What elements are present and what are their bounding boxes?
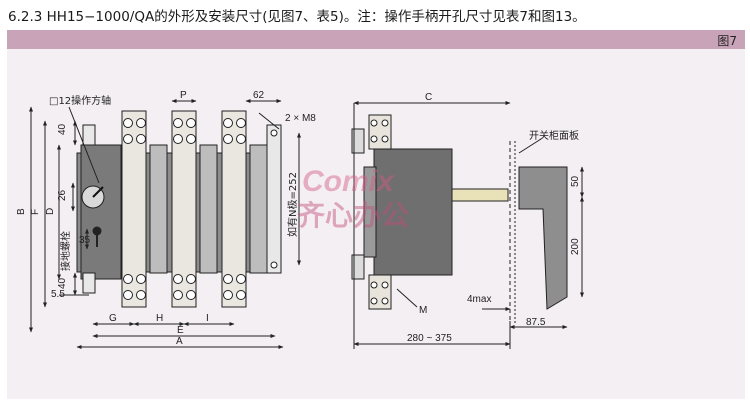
label-4max: 4max: [467, 294, 491, 305]
figure-label: 图7: [717, 34, 737, 48]
label-I: I: [206, 313, 209, 324]
label-C: C: [425, 92, 432, 103]
technical-drawing: □12操作方轴 P 62 2 × M8 40 26 35 40 B F D 接地…: [7, 49, 745, 399]
label-62: 62: [253, 90, 265, 101]
label-35: 35: [79, 235, 91, 246]
watermark-cjk: 齐心办公: [297, 199, 409, 232]
pole-bar-3: [221, 110, 247, 308]
label-P: P: [180, 90, 187, 101]
label-ground: 接地螺栓: [59, 231, 72, 271]
label-87-5: 87.5: [526, 317, 546, 328]
label-D: D: [45, 208, 56, 215]
label-B: B: [16, 208, 27, 215]
side-body: [373, 148, 453, 276]
label-G: G: [109, 313, 117, 324]
front-view: [29, 99, 301, 349]
label-bolt: 2 × M8: [285, 113, 316, 124]
figure-header-bar: 图7: [7, 30, 745, 49]
pole-bar-2: [171, 110, 197, 308]
label-40-bot: 40: [57, 277, 68, 289]
pole-bar-1: [121, 110, 147, 308]
label-50: 50: [570, 175, 581, 187]
label-H: H: [156, 313, 163, 324]
side-view-labels: C 开关柜面板 50 200 M 4max 87.5 280 ~ 375: [407, 92, 581, 344]
watermark-latin: Comix: [302, 165, 395, 198]
drawing-canvas: □12操作方轴 P 62 2 × M8 40 26 35 40 B F D 接地…: [16, 90, 584, 349]
label-40-top: 40: [57, 123, 68, 135]
label-A: A: [176, 336, 183, 347]
operating-block: [80, 144, 122, 280]
label-200: 200: [570, 238, 581, 255]
label-M: M: [419, 305, 427, 316]
label-E: E: [177, 325, 184, 336]
label-26: 26: [57, 189, 68, 201]
watermark-logo: Comix 齐心办公: [297, 165, 409, 232]
label-F: F: [30, 209, 41, 215]
label-252: 如有N极=252: [286, 172, 299, 237]
label-5-5: 5.5: [51, 289, 65, 300]
label-shaft: □12操作方轴: [49, 94, 111, 107]
side-view: [351, 101, 584, 349]
label-range: 280 ~ 375: [407, 333, 452, 344]
front-view-labels: □12操作方轴 P 62 2 × M8 40 26 35 40 B F D 接地…: [16, 90, 316, 347]
label-panel: 开关柜面板: [529, 129, 579, 142]
page-heading: 6.2.3 HH15−1000/QA的外形及安装尺寸(见图7、表5)。注：操作手…: [8, 9, 586, 25]
